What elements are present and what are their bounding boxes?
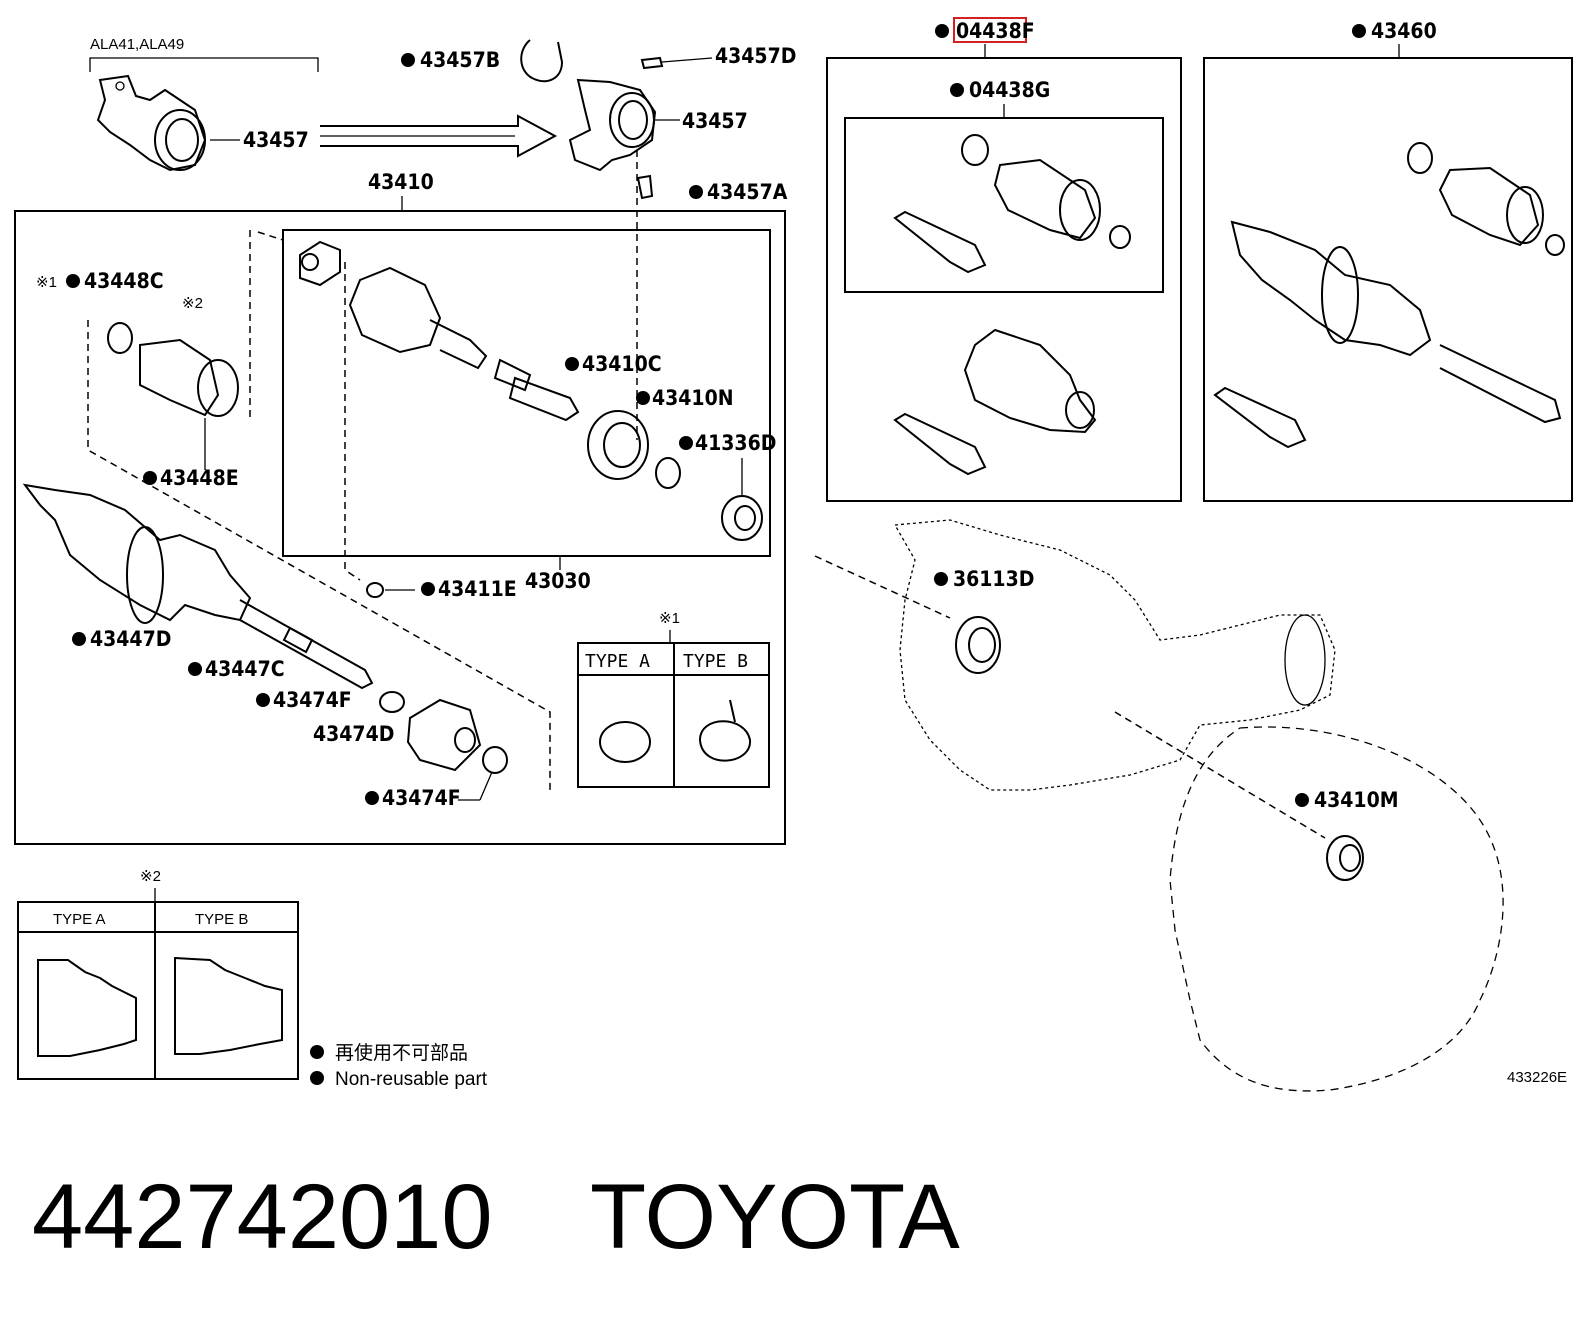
label-43460[interactable]: 43460	[1371, 19, 1437, 43]
axle-kit-box-43460	[1203, 57, 1573, 502]
inboard-joint	[299, 240, 580, 422]
assembly-box-43410	[14, 210, 786, 845]
bolt-icon	[640, 56, 664, 70]
clamp-type-a	[599, 721, 651, 763]
label-43448E[interactable]: 43448E	[160, 466, 239, 490]
model-bracket-line	[89, 57, 319, 72]
label-04438G[interactable]: 04438G	[969, 78, 1050, 102]
model-note: ALA41,ALA49	[90, 36, 184, 53]
boot-clamp-small	[107, 322, 133, 354]
boot-type-box	[17, 901, 299, 1080]
boot-kit-box-04438F	[826, 57, 1182, 502]
axle-43460-parts	[1213, 142, 1565, 449]
label-41336D[interactable]: 41336D	[695, 431, 776, 455]
boot-kit-04438G-parts	[893, 134, 1131, 274]
label-43411E[interactable]: 43411E	[438, 577, 517, 601]
bearing-bracket-left	[96, 74, 207, 172]
legend-dot-1	[310, 1045, 324, 1059]
type-b-header-large: TYPE B	[195, 911, 248, 928]
bearing-bracket-right	[568, 78, 657, 172]
label-43457A[interactable]: 43457A	[707, 180, 788, 204]
assembly-box-43030	[282, 229, 771, 557]
type-b-header-small: TYPE B	[683, 651, 748, 672]
boot-43448	[139, 338, 239, 417]
type-a-header-small: TYPE A	[585, 651, 650, 672]
note-mark-1: ※1	[36, 274, 57, 291]
snap-ring-43411E	[366, 582, 384, 598]
snap-ring	[520, 39, 564, 83]
clamp-type-b	[698, 699, 752, 762]
label-43447D[interactable]: 43447D	[90, 627, 171, 651]
stud-icon	[636, 174, 654, 200]
label-43457-left[interactable]: 43457	[243, 128, 309, 152]
boot-kit-04438F-parts	[893, 328, 1097, 476]
highlight-box	[953, 17, 1027, 43]
label-43457-right[interactable]: 43457	[682, 109, 748, 133]
legend-dot-2	[310, 1071, 324, 1085]
label-04438F[interactable]: 04438F	[956, 19, 1035, 43]
snap-ring-43411	[655, 457, 681, 489]
label-43447C[interactable]: 43447C	[205, 657, 285, 681]
damper-clamp-b	[482, 746, 508, 774]
label-43457D[interactable]: 43457D	[715, 44, 796, 68]
oil-seal-41336D	[721, 495, 763, 541]
figure-id: 433226E	[1507, 1069, 1567, 1086]
label-43410C[interactable]: 43410C	[582, 352, 662, 376]
brand-name: TOYOTA	[590, 1166, 960, 1268]
bearing-36113D	[955, 616, 1001, 674]
boot-type-b	[174, 956, 283, 1055]
transmission-outline	[893, 519, 1504, 1092]
label-43474F-a[interactable]: 43474F	[273, 688, 352, 712]
label-43457B[interactable]: 43457B	[420, 48, 500, 72]
note-mark-1b: ※1	[659, 610, 680, 627]
label-36113D[interactable]: 36113D	[953, 567, 1034, 591]
nonreusable-dot	[401, 53, 415, 67]
seal-43410M	[1326, 835, 1364, 881]
legend-jp: 再使用不可部品	[335, 1042, 468, 1064]
label-43410N[interactable]: 43410N	[652, 386, 734, 410]
damper-clamp-a	[379, 691, 405, 713]
label-43448C[interactable]: 43448C	[84, 269, 164, 293]
boot-kit-box-04438G	[844, 117, 1164, 293]
bearing-43410N	[587, 410, 649, 480]
boot-type-a	[37, 959, 137, 1057]
note-mark-2: ※2	[182, 295, 203, 312]
legend-en: Non-reusable part	[335, 1069, 488, 1090]
part-number: 442742010	[32, 1166, 493, 1268]
note-mark-2b: ※2	[140, 868, 161, 885]
label-43410[interactable]: 43410	[368, 170, 434, 194]
axle-shaft-assembly	[22, 483, 374, 690]
damper-43474D	[406, 698, 482, 772]
label-43474D[interactable]: 43474D	[313, 722, 394, 746]
type-a-header-large: TYPE A	[53, 911, 106, 928]
label-43474F-b[interactable]: 43474F	[382, 786, 461, 810]
label-43410M[interactable]: 43410M	[1314, 788, 1399, 812]
arrow-right	[320, 114, 558, 158]
label-43030[interactable]: 43030	[525, 569, 591, 593]
